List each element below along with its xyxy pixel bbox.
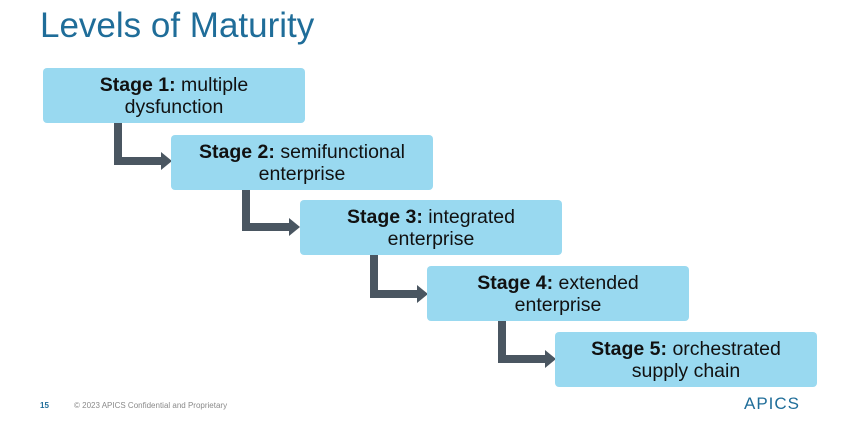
stage-4-text: extended (558, 271, 639, 294)
stage-1-text-line2: dysfunction (124, 95, 224, 118)
stage-2-text: semifunctional (280, 140, 405, 163)
connector-arrow-3-4 (370, 255, 428, 303)
stage-1-box: Stage 1: multiple dysfunction (43, 68, 305, 123)
stage-5-text-line2: supply chain (631, 359, 741, 382)
stage-3-label: Stage 3: (346, 205, 423, 228)
stage-1-label: Stage 1: (99, 73, 176, 96)
page-title: Levels of Maturity (40, 6, 315, 45)
stage-4-box: Stage 4: extended enterprise (427, 266, 689, 321)
stage-3-text: integrated (428, 205, 515, 228)
stage-1-text: multiple (181, 73, 249, 96)
stage-3-box: Stage 3: integrated enterprise (300, 200, 562, 255)
stage-4-text-line2: enterprise (514, 293, 602, 316)
stage-2-label: Stage 2: (199, 140, 275, 163)
footer-copyright: © 2023 APICS Confidential and Proprietar… (74, 401, 228, 410)
stage-5-box: Stage 5: orchestrated supply chain (555, 332, 817, 387)
slide-page-number: 15 (40, 401, 49, 410)
connector-arrow-2-3 (242, 189, 300, 236)
stage-5-label: Stage 5: (591, 337, 668, 360)
stage-2-box: Stage 2: semifunctional enterprise (171, 135, 433, 190)
stage-4-label: Stage 4: (477, 271, 554, 294)
connector-arrow-1-2 (114, 122, 172, 170)
stage-3-text-line2: enterprise (387, 227, 475, 250)
stage-5-text: orchestrated (672, 337, 781, 360)
apics-logo: APICS (744, 394, 801, 413)
connector-arrow-4-5 (498, 321, 556, 368)
stage-2-text-line2: enterprise (258, 162, 346, 185)
